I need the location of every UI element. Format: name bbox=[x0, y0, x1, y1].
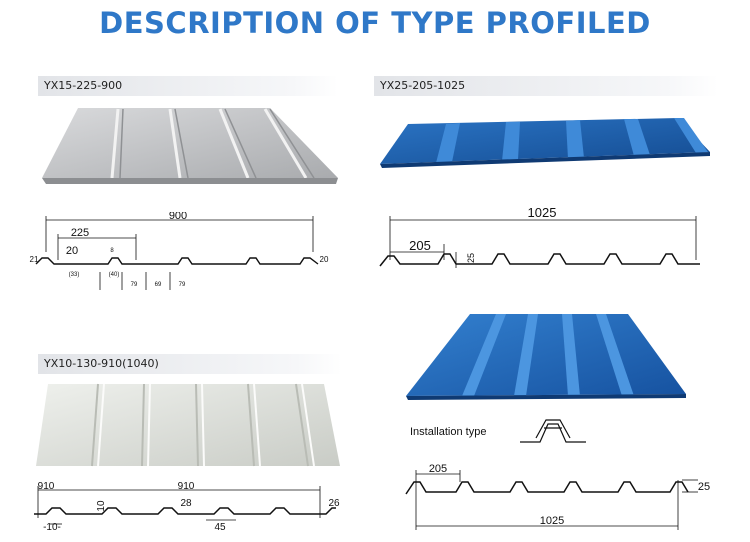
installation-type-diagram bbox=[520, 419, 586, 443]
dim-height-left: 21 bbox=[30, 255, 39, 264]
dim-pitch: 205 bbox=[429, 463, 447, 475]
dim-left-edge: -10- bbox=[43, 522, 61, 533]
dim-height: 26 bbox=[328, 498, 340, 509]
blue-sheet-image bbox=[380, 118, 710, 168]
dim-center: 910 bbox=[178, 481, 195, 492]
panel-label-yx10: YX10-130-910(1040) bbox=[38, 354, 342, 374]
dim-d6: 79 bbox=[179, 282, 186, 288]
dim-pitch: 205 bbox=[409, 238, 431, 253]
dim-bottom: 45 bbox=[214, 522, 226, 533]
dim-height: 25 bbox=[466, 253, 476, 263]
dim-d1: 8 bbox=[110, 248, 114, 254]
panel-label-yx25: YX25-205-1025 bbox=[374, 76, 718, 96]
dim-d3: (40) bbox=[109, 272, 120, 278]
dim-left: 910 bbox=[38, 481, 55, 492]
installation-type-label: Installation type bbox=[410, 426, 487, 438]
panel-label-yx15: YX15-225-900 bbox=[38, 76, 338, 96]
dim-rib: 20 bbox=[66, 245, 78, 257]
page-title: DESCRIPTION OF TYPE PROFILED bbox=[99, 6, 651, 40]
dim-pitch: 225 bbox=[71, 227, 89, 239]
dim-d4: 79 bbox=[131, 282, 138, 288]
dim-overall: 1025 bbox=[528, 205, 557, 220]
dim-d28: 28 bbox=[180, 498, 192, 509]
dim-overall: 1025 bbox=[540, 515, 564, 527]
dim-overall: 900 bbox=[169, 212, 187, 222]
dim-height-right: 20 bbox=[320, 255, 329, 264]
white-sheet-image bbox=[36, 383, 340, 467]
dim-height: 25 bbox=[698, 481, 710, 493]
yx15-profile-drawing: 900 225 20 21 20 8 (33) (40) 79 69 79 bbox=[30, 212, 329, 290]
dim-d2: (33) bbox=[69, 272, 80, 278]
grey-sheet-image bbox=[42, 108, 338, 184]
blue-sheet-image-large bbox=[406, 314, 686, 400]
yx25-profile-drawing: 1025 205 25 bbox=[379, 205, 700, 268]
yx10-profile-drawing: 910 910 10 28 -10- 26 45 bbox=[34, 481, 340, 533]
dim-d5: 69 bbox=[155, 282, 162, 288]
panel4-profile-drawing: 205 25 1025 bbox=[405, 463, 710, 530]
dim-d10: 10 bbox=[96, 500, 107, 512]
